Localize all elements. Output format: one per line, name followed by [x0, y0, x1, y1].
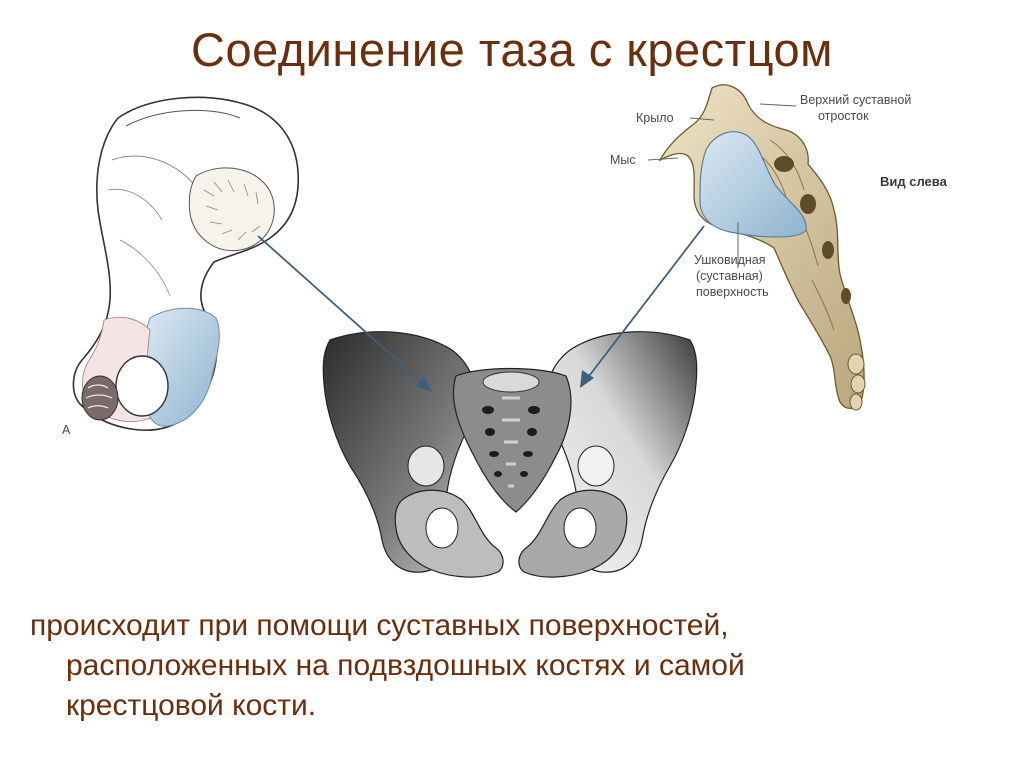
- label-upper-process-2: отросток: [818, 109, 869, 123]
- connector-arrows: [257, 225, 705, 392]
- arrow-head-left-icon: [416, 376, 432, 392]
- label-view: Вид слева: [880, 174, 948, 189]
- body-text: происходит при помощи суставных поверхно…: [30, 606, 990, 726]
- label-leaders: [647, 103, 797, 268]
- hip-bone-drawing: А: [62, 96, 300, 437]
- panel-letter: А: [62, 423, 71, 437]
- body-line-2: расположенных на подвздошных костях и са…: [66, 649, 745, 682]
- body-line-1: происходит при помощи суставных поверхно…: [30, 609, 729, 642]
- label-upper-process-1: Верхний суставной: [800, 93, 911, 107]
- label-promontory: Мыс: [610, 153, 636, 167]
- label-auricular-1: Ушковидная: [694, 253, 766, 267]
- body-line-3: крестцовой кости.: [66, 689, 317, 722]
- pelvis-image: [322, 331, 698, 578]
- arrow-head-right-icon: [580, 370, 594, 388]
- sacrum-lateral-drawing: [658, 84, 866, 411]
- label-auricular-2: (суставная): [696, 269, 763, 283]
- sacral-foramina: [482, 406, 540, 477]
- anatomy-figure: А: [62, 84, 948, 578]
- label-wing: Крыло: [636, 111, 674, 125]
- slide-title: Соединение таза с крестцом: [191, 23, 833, 76]
- label-auricular-3: поверхность: [696, 285, 769, 299]
